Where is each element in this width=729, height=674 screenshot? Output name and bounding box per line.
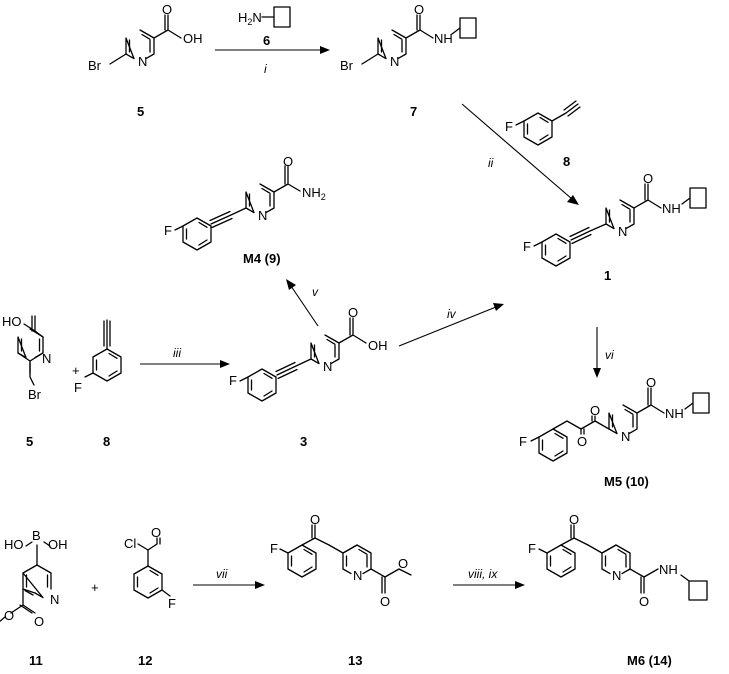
compound-label-3: 3 [300, 434, 307, 449]
step-label-iii: iii [173, 346, 181, 360]
ester-o: O [34, 614, 44, 629]
compound-label-1: 1 [604, 268, 611, 283]
compound-label-7: 7 [410, 104, 417, 119]
pyridine-n: N [50, 592, 59, 607]
arrow-step-iv: iv [398, 303, 504, 347]
boron: B [32, 528, 41, 543]
compound-8-mid: F 8 [74, 319, 122, 449]
pyridine-n: N [258, 208, 267, 223]
bromo: Br [88, 58, 102, 73]
pyridine-n: N [390, 54, 399, 69]
compound-9-m4: O N NH2 F M4 (9) [164, 154, 326, 266]
compound-8-top: F 8 [505, 100, 581, 169]
pyridine-n: N [621, 429, 630, 444]
diketone-o2: O [577, 434, 587, 449]
compound-5-mid: HO N Br 5 [2, 314, 51, 449]
step-label-vi: vi [605, 348, 614, 362]
carbonyl-o: O [414, 2, 424, 17]
bromo: Br [340, 58, 354, 73]
step-label-v: v [312, 285, 319, 299]
compound-10-m5: O N NH O O F M5 (10) [519, 375, 710, 489]
compound-11: HO B OH N O O 11 [0, 528, 68, 668]
pyridine-n: N [138, 54, 147, 69]
ketone-o: O [569, 512, 579, 527]
acyl-chloride-cl: Cl [124, 536, 136, 551]
carbonyl-o: O [162, 2, 172, 17]
step-label-i: i [264, 62, 267, 76]
carbonyl-o: O [643, 171, 653, 186]
fluoro: F [523, 239, 531, 254]
plus-sign: + [72, 363, 80, 378]
fluoro: F [74, 380, 82, 395]
compound-label-8: 8 [563, 154, 570, 169]
compound-13: F O N O O 13 [270, 512, 412, 668]
fluoro: F [528, 541, 536, 556]
arrow-step-ii: ii [461, 103, 579, 205]
amide-nh: NH [434, 31, 453, 46]
arrow-step-iii: iii [140, 346, 230, 368]
ester-o: O [380, 594, 390, 609]
pyridine-n: N [612, 568, 621, 583]
ketone-o: O [310, 512, 320, 527]
carbonyl-o: O [283, 154, 293, 169]
hydroxyl: OH [368, 338, 388, 353]
ester-o-methoxy: O [4, 608, 14, 623]
step-label-vii: vii [216, 567, 228, 581]
boronic-oh: OH [48, 537, 68, 552]
arrow-step-vii: vii [193, 567, 265, 589]
carbonyl-o: O [646, 375, 656, 390]
step-label-iv: iv [447, 307, 457, 321]
compound-label-10: M5 (10) [604, 474, 649, 489]
amide-nh: NH [662, 201, 681, 216]
compound-label-14: M6 (14) [627, 653, 672, 668]
compound-label-8b: 8 [103, 434, 110, 449]
arrow-step-vi: vi [593, 327, 614, 378]
ester-o-methoxy: O [398, 556, 408, 571]
arrow-step-viii-ix: viii, ix [453, 567, 525, 589]
compound-label-6: 6 [263, 33, 270, 48]
compound-label-5: 5 [137, 104, 144, 119]
compound-label-9: M4 (9) [243, 251, 281, 266]
arrow-step-i: i [215, 46, 330, 76]
amide-nh: NH [665, 406, 684, 421]
amide-nh: NH [659, 562, 678, 577]
amide-o: O [639, 594, 649, 609]
pyridine-n: N [618, 224, 627, 239]
fluoro: F [505, 119, 513, 134]
pyridine-n: N [42, 351, 51, 366]
fluoro: F [229, 373, 237, 388]
compound-12: Cl O F 12 [124, 525, 176, 668]
compound-5-top: N O OH Br 5 [88, 2, 203, 119]
compound-3: O N OH F 3 [229, 305, 388, 449]
fluoro: F [519, 434, 527, 449]
boronic-ho: HO [4, 537, 24, 552]
compound-7: N O NH Br 7 [340, 2, 477, 119]
pyridine-n: N [353, 568, 362, 583]
plus-sign-2: + [91, 580, 99, 595]
fluoro: F [168, 596, 176, 611]
hydroxyl: HO [2, 314, 22, 329]
amide-nh2: NH2 [302, 185, 326, 202]
compound-label-5b: 5 [26, 434, 33, 449]
bromo: Br [28, 387, 42, 402]
hydroxyl: OH [183, 31, 203, 46]
pyridine-n: N [323, 359, 332, 374]
carbonyl-o: O [348, 305, 358, 320]
fluoro: F [164, 223, 172, 238]
step-label-ii: ii [488, 156, 494, 170]
compound-6: H2N 6 [238, 6, 291, 48]
compound-1: O N NH F 1 [523, 171, 707, 283]
arrow-step-v: v [286, 279, 319, 327]
amine-h2n: H2N [238, 10, 262, 27]
compound-label-13: 13 [348, 653, 362, 668]
step-label-viii-ix: viii, ix [468, 567, 498, 581]
fluoro: F [270, 541, 278, 556]
diketone-o1: O [590, 403, 600, 418]
compound-14-m6: F O N O NH M6 (14) [528, 512, 708, 668]
compound-label-11: 11 [29, 653, 43, 668]
compound-label-12: 12 [138, 653, 152, 668]
carbonyl-o: O [151, 525, 161, 540]
